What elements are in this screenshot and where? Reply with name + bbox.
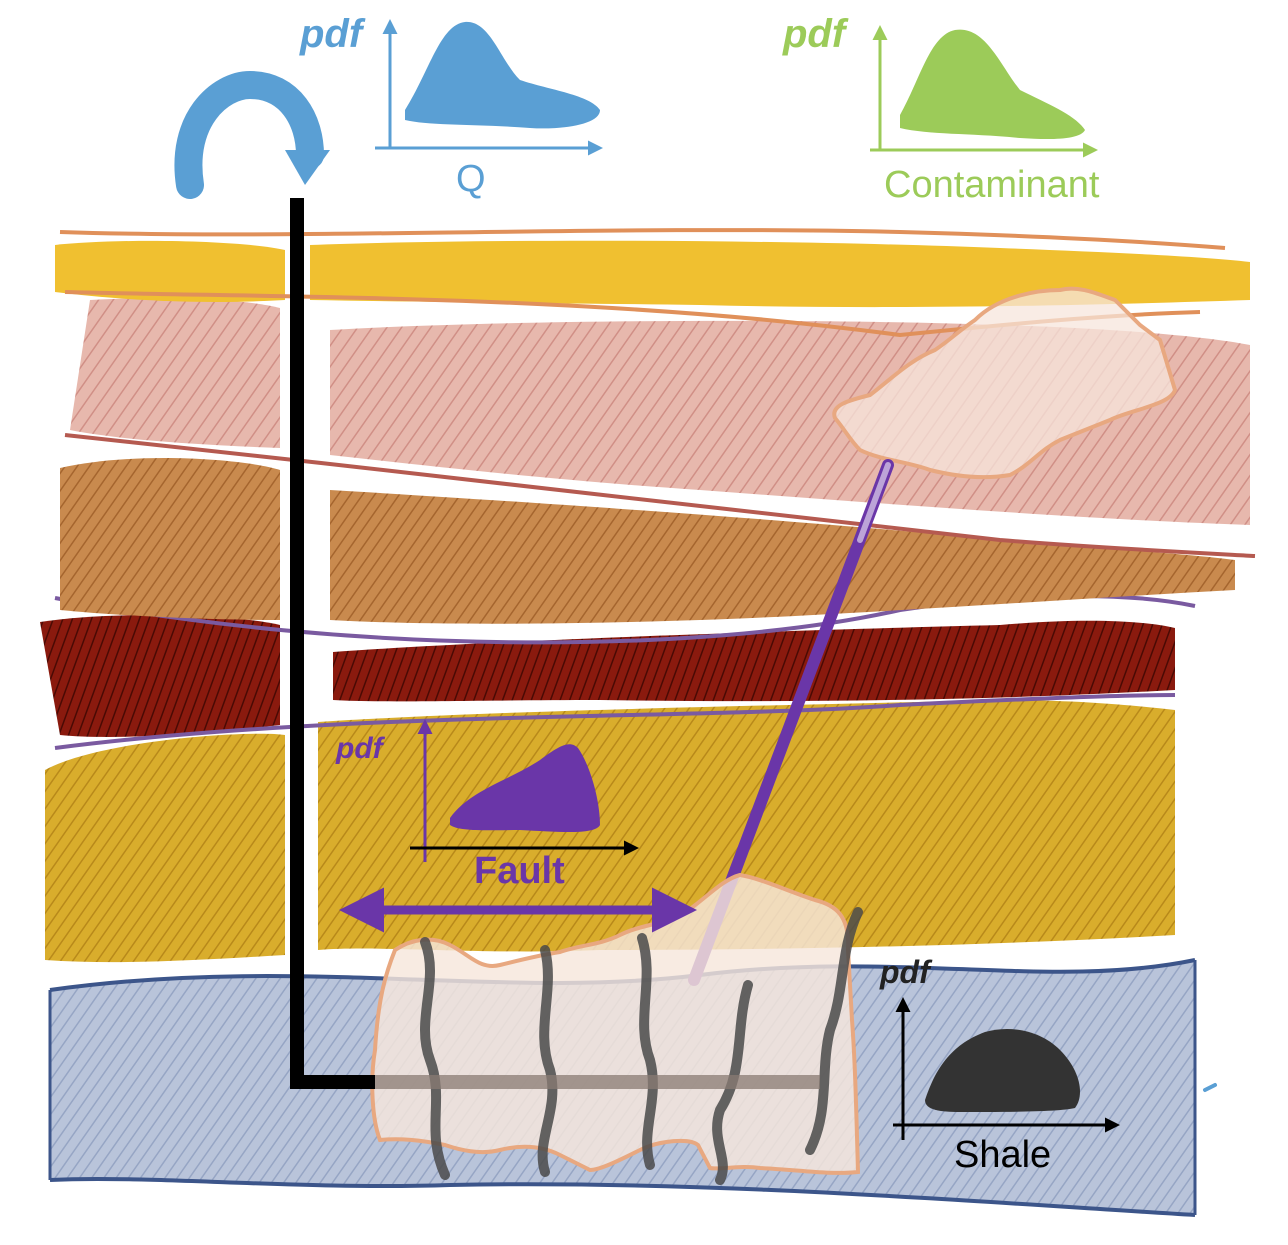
tan-layer: [60, 458, 1235, 624]
fault-pdf-curve: [450, 744, 600, 833]
q-axis-label: Q: [456, 158, 486, 200]
shale-axis-label: Shale: [954, 1134, 1052, 1176]
soil-layer: [55, 228, 1250, 338]
q-pdf-label: pdf: [300, 12, 363, 56]
gold-layer: [45, 700, 1175, 963]
shale-pdf-curve: [925, 1029, 1080, 1112]
upper-contaminant-plume: [832, 286, 1178, 480]
fault-pdf-label: pdf: [336, 732, 383, 765]
shale-distribution-plot: [893, 997, 1120, 1140]
contaminant-axis-label: Contaminant: [884, 164, 1100, 206]
contaminant-pdf-curve: [900, 29, 1085, 140]
curved-arrow-icon: [174, 70, 330, 199]
q-distribution-plot: [375, 19, 603, 156]
shale-fractures: [420, 907, 863, 1185]
fault-axis-label: Fault: [474, 850, 565, 892]
q-pdf-curve: [405, 21, 600, 129]
dark-red-layer: [40, 594, 1196, 750]
fault-distribution-plot: [339, 719, 697, 933]
contaminant-pdf-label: pdf: [783, 12, 846, 56]
contaminant-distribution-plot: [870, 25, 1098, 158]
shale-pdf-label: pdf: [880, 954, 930, 990]
production-well: [290, 198, 820, 1089]
